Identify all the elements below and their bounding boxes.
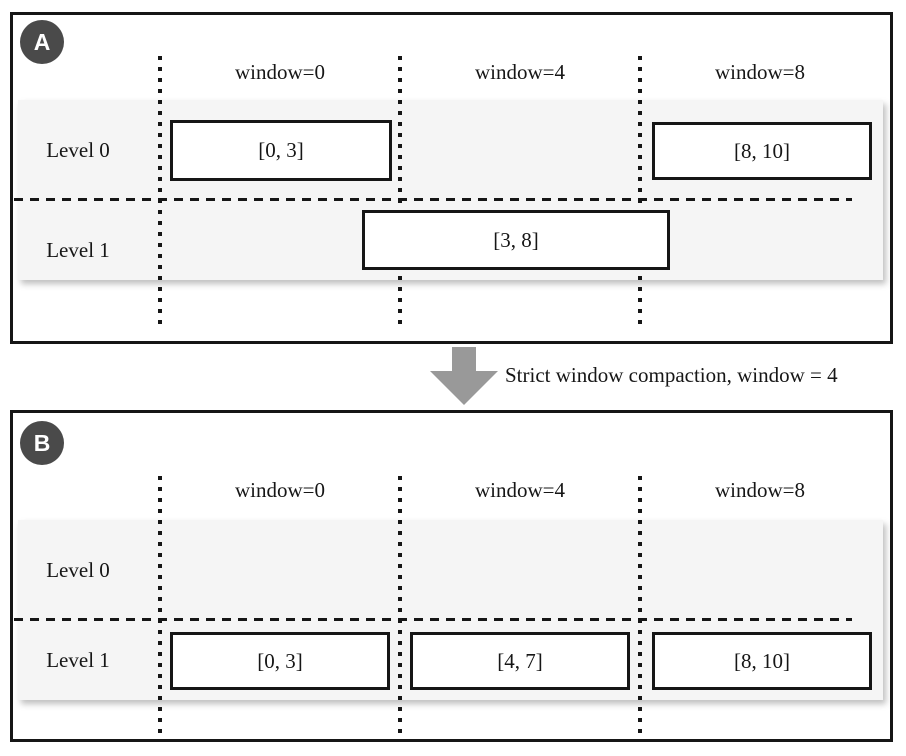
row-label-level-1: Level 1 — [46, 238, 110, 262]
level-divider-dashed-line — [14, 618, 852, 621]
row-label-level-0: Level 0 — [46, 558, 110, 582]
column-header-window-0: window=0 — [234, 478, 325, 502]
row-label-level-0: Level 0 — [46, 138, 110, 162]
down-arrow-icon — [430, 347, 498, 405]
sstable-range-box: [3, 8] — [362, 210, 670, 270]
sstable-range-box: [8, 10] — [652, 122, 872, 180]
window-boundary-dotted-line — [398, 476, 402, 738]
panel-a-badge: A — [20, 20, 64, 64]
column-header-window-8: window=8 — [714, 478, 805, 502]
sstable-range-box: [4, 7] — [410, 632, 630, 690]
panel-b-after-compaction: B window=0 window=4 window=8 Level 0 Lev… — [10, 410, 893, 742]
window-boundary-dotted-line — [638, 56, 642, 330]
panel-a-before-compaction: A window=0 window=4 window=8 Level 0 Lev… — [10, 12, 893, 344]
row-label-level-1: Level 1 — [46, 648, 110, 672]
column-header-window-0: window=0 — [234, 60, 325, 84]
column-header-window-4: window=4 — [474, 478, 565, 502]
sstable-range-box: [0, 3] — [170, 632, 390, 690]
window-boundary-dotted-line — [638, 476, 642, 738]
panel-b-badge: B — [20, 421, 64, 465]
sstable-range-box: [8, 10] — [652, 632, 872, 690]
column-header-window-8: window=8 — [714, 60, 805, 84]
window-boundary-dotted-line — [158, 56, 162, 330]
window-boundary-dotted-line — [158, 476, 162, 738]
column-header-window-4: window=4 — [474, 60, 565, 84]
sstable-range-box: [0, 3] — [170, 120, 392, 181]
window-boundary-dotted-line — [398, 56, 402, 330]
level-divider-dashed-line — [14, 198, 852, 201]
transition-label: Strict window compaction, window = 4 — [505, 363, 838, 387]
